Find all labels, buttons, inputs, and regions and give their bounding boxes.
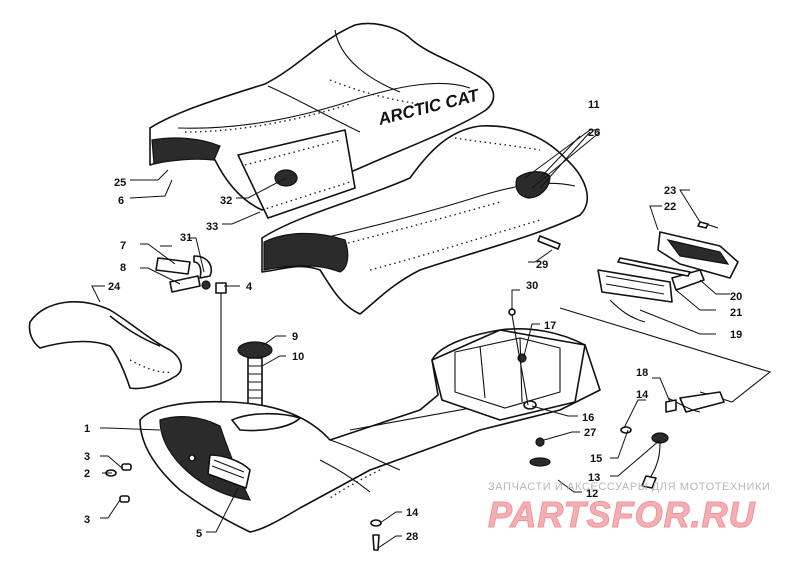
seat-front-trim [151, 137, 221, 165]
callout-11: 11 [588, 99, 600, 111]
callout-12: 12 [586, 488, 598, 500]
screw-28 [372, 534, 380, 551]
vent-grille-5 [207, 454, 251, 489]
callout-numbers: 25 6 32 33 11 26 29 23 22 20 21 19 31 7 … [84, 99, 742, 543]
fuel-cap-9 [237, 341, 273, 359]
plug-3a [121, 463, 132, 471]
callout-27: 27 [584, 427, 596, 439]
callout-17: 17 [544, 320, 556, 332]
callout-29: 29 [536, 259, 548, 271]
callout-16: 16 [582, 412, 594, 424]
plug-3b [119, 495, 130, 503]
seat-cover-upper: ARCTIC CAT [149, 22, 495, 211]
callout-19: 19 [730, 329, 742, 341]
strap-8 [169, 275, 201, 293]
callout-3-upper: 3 [84, 451, 90, 463]
callout-31: 31 [180, 232, 192, 244]
watermark-tagline: ЗАПЧАСТИ И АКСЕССУАРЫ ДЛЯ МОТОТЕХНИКИ [488, 481, 771, 493]
callout-14-lower: 14 [406, 507, 419, 519]
fuel-cap-and-neck [237, 341, 273, 409]
bulb-21 [671, 269, 705, 291]
callout-13: 13 [588, 472, 600, 484]
seat-base-pan [237, 129, 356, 219]
tail-light-assembly [559, 221, 772, 489]
callout-26: 26 [588, 127, 600, 139]
washer-15 [620, 426, 632, 434]
tank-top [231, 412, 301, 432]
callout-6: 6 [118, 195, 124, 207]
gasket-20 [617, 257, 691, 277]
callout-28: 28 [406, 531, 418, 543]
seat-assembly [261, 125, 589, 315]
bracket-7 [155, 257, 191, 275]
callout-24: 24 [108, 281, 121, 293]
callout-14-upper: 14 [636, 389, 649, 401]
callout-8: 8 [120, 262, 126, 274]
seat-front-panel [263, 232, 349, 273]
seat-emblem-26 [515, 171, 551, 199]
callout-33: 33 [206, 221, 218, 233]
rear-bumper-block [431, 329, 586, 421]
callout-4: 4 [246, 281, 253, 293]
small-hardware-left [155, 255, 227, 430]
callout-9: 9 [292, 331, 298, 343]
nut-27 [535, 437, 545, 447]
callout-20: 20 [730, 291, 742, 303]
side-panel-24 [28, 301, 183, 390]
fitting-4 [215, 282, 227, 294]
hardware-small [105, 235, 561, 551]
callout-2: 2 [84, 468, 90, 480]
screw-23 [697, 221, 709, 229]
washer-14 [370, 519, 382, 527]
grommet-16 [523, 400, 537, 410]
washer-27 [529, 457, 551, 467]
callout-30: 30 [526, 280, 538, 292]
grommet-13 [651, 432, 669, 444]
callout-23: 23 [664, 185, 676, 197]
callout-7: 7 [120, 240, 126, 252]
chassis-tunnel [139, 327, 601, 533]
callout-18: 18 [636, 367, 648, 379]
callout-15: 15 [590, 453, 602, 465]
callout-22: 22 [664, 201, 676, 213]
callout-21: 21 [730, 307, 742, 319]
callout-32: 32 [220, 195, 232, 207]
callout-1: 1 [84, 423, 90, 435]
callout-5: 5 [196, 528, 202, 540]
connector-18 [679, 391, 725, 413]
leader-lines [91, 129, 730, 549]
fastener-31 [201, 280, 211, 290]
callout-25: 25 [114, 177, 126, 189]
callout-3-lower: 3 [84, 514, 90, 526]
watermark-logo: PARTSFOR.RU [488, 494, 756, 536]
callout-10: 10 [292, 351, 304, 363]
